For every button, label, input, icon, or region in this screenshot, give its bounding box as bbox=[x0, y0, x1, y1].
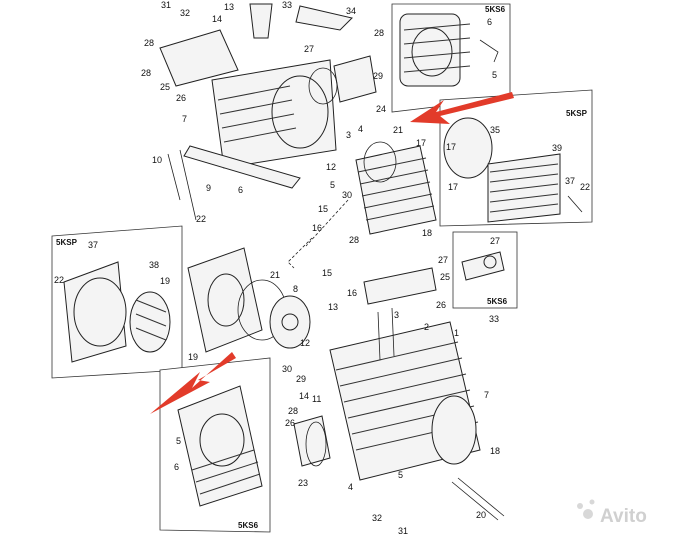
callout-12: 12 bbox=[326, 162, 336, 172]
callout-5d: 5 bbox=[176, 436, 181, 446]
inset-bottom-left: 5KS6 bbox=[159, 357, 271, 533]
inset-middle-right: 5KSP bbox=[439, 89, 593, 227]
inset-tag-bottom-left: 5KS6 bbox=[238, 521, 259, 530]
callout-3b: 3 bbox=[394, 310, 399, 320]
callout-33b: 33 bbox=[489, 314, 499, 324]
callout-36: 35 bbox=[490, 125, 500, 135]
callout-5b: 5 bbox=[492, 70, 497, 80]
watermark: Avito bbox=[577, 499, 647, 527]
callout-22b: 22 bbox=[580, 182, 590, 192]
callout-3: 3 bbox=[346, 130, 351, 140]
inset-tag-left: 5KSP bbox=[56, 238, 78, 247]
callout-31b: 31 bbox=[398, 526, 408, 536]
callout-19b: 19 bbox=[188, 352, 198, 362]
callout-34: 34 bbox=[346, 6, 356, 16]
callout-1: 1 bbox=[454, 328, 459, 338]
callout-labels: 31 32 13 33 34 14 28 27 25 26 28 28 29 2… bbox=[54, 0, 590, 536]
red-arrow-bottom bbox=[150, 352, 236, 414]
callout-2: 2 bbox=[424, 322, 429, 332]
callout-27: 27 bbox=[304, 44, 314, 54]
callout-22: 22 bbox=[196, 214, 206, 224]
callout-26b: 26 bbox=[436, 300, 446, 310]
rear-cylinder bbox=[355, 141, 437, 235]
callout-22c: 22 bbox=[54, 275, 64, 285]
inset-small-right: 5KS6 bbox=[452, 231, 518, 309]
callout-39b: 37 bbox=[88, 240, 98, 250]
callout-25b: 25 bbox=[440, 272, 450, 282]
callout-10: 10 bbox=[152, 155, 162, 165]
callout-31: 31 bbox=[161, 0, 171, 10]
callout-19: 19 bbox=[160, 276, 170, 286]
inset-tag-top-right: 5KS6 bbox=[485, 5, 506, 14]
callout-4: 4 bbox=[358, 124, 363, 134]
callout-21: 21 bbox=[393, 125, 403, 135]
inset-top-right: 5KS6 bbox=[391, 3, 511, 113]
inset-left: 5KSP bbox=[51, 225, 183, 379]
callout-21b: 21 bbox=[270, 270, 280, 280]
inset-tag-small-right: 5KS6 bbox=[487, 297, 508, 306]
callout-24: 24 bbox=[376, 104, 386, 114]
callout-13b: 13 bbox=[328, 302, 338, 312]
callout-28d: 28 bbox=[349, 235, 359, 245]
upper-cylinder-head bbox=[159, 3, 377, 221]
callout-37: 38 bbox=[149, 260, 159, 270]
callout-14: 14 bbox=[212, 14, 222, 24]
callout-7b: 7 bbox=[484, 390, 489, 400]
callout-15b: 15 bbox=[322, 268, 332, 278]
watermark-text: Avito bbox=[600, 506, 647, 527]
callout-23: 23 bbox=[298, 478, 308, 488]
callout-4b: 4 bbox=[348, 482, 353, 492]
callout-29b: 29 bbox=[296, 374, 306, 384]
callout-18b: 18 bbox=[490, 446, 500, 456]
callout-33: 33 bbox=[282, 0, 292, 10]
callout-8: 20 bbox=[476, 510, 486, 520]
callout-28e: 28 bbox=[288, 406, 298, 416]
callout-11: 11 bbox=[312, 394, 321, 404]
callout-13: 13 bbox=[224, 2, 234, 12]
callout-17: 17 bbox=[416, 138, 426, 148]
callout-32: 32 bbox=[180, 8, 190, 18]
red-arrow-top bbox=[410, 92, 514, 124]
callout-28: 28 bbox=[144, 38, 154, 48]
callout-28c: 28 bbox=[374, 28, 384, 38]
callout-26: 26 bbox=[176, 93, 186, 103]
middle-cover-group bbox=[187, 247, 311, 353]
callout-16: 16 bbox=[312, 223, 322, 233]
callout-9: 9 bbox=[206, 183, 211, 193]
highlight-arrows bbox=[150, 92, 514, 414]
callout-25: 25 bbox=[160, 82, 170, 92]
callout-18: 18 bbox=[422, 228, 432, 238]
callout-6c: 6 bbox=[174, 462, 179, 472]
callout-29: 29 bbox=[373, 71, 383, 81]
callout-27b: 27 bbox=[438, 255, 448, 265]
front-cylinder bbox=[293, 267, 505, 521]
callout-39: 37 bbox=[565, 176, 575, 186]
callout-26c: 26 bbox=[285, 418, 295, 428]
callout-30b: 30 bbox=[282, 364, 292, 374]
callout-15: 15 bbox=[318, 204, 328, 214]
callout-16b: 16 bbox=[347, 288, 357, 298]
callout-17c: 17 bbox=[448, 182, 458, 192]
callout-7: 7 bbox=[182, 114, 187, 124]
callout-6b: 6 bbox=[487, 17, 492, 27]
callout-5: 5 bbox=[330, 180, 335, 190]
callout-28b: 28 bbox=[141, 68, 151, 78]
callout-17b: 17 bbox=[446, 142, 456, 152]
inset-tag-middle-right: 5KSP bbox=[566, 109, 588, 118]
callout-12b: 12 bbox=[300, 338, 310, 348]
callout-35: 39 bbox=[552, 143, 562, 153]
callout-6: 6 bbox=[238, 185, 243, 195]
callout-30: 30 bbox=[342, 190, 352, 200]
callout-14b: 14 bbox=[299, 391, 309, 401]
callout-20: 8 bbox=[293, 284, 298, 294]
callout-27c: 27 bbox=[490, 236, 500, 246]
callout-5c: 5 bbox=[398, 470, 403, 480]
callout-32b: 32 bbox=[372, 513, 382, 523]
